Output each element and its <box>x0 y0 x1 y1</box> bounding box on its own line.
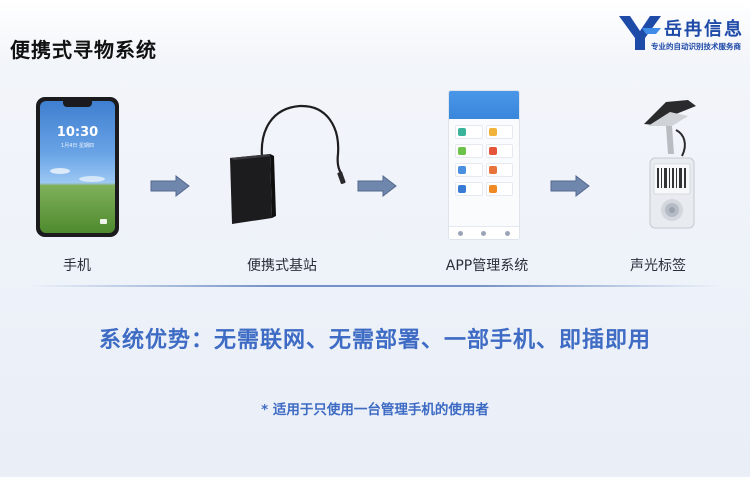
app-management-device <box>448 90 520 240</box>
app-tile <box>455 182 483 196</box>
usage-note: * 适用于只使用一台管理手机的使用者 <box>261 402 489 418</box>
sound-light-tag-device <box>636 96 702 236</box>
nav-list-icon <box>481 230 487 236</box>
label-base-station: 便携式基站 <box>247 258 317 274</box>
tile-icon <box>458 166 466 174</box>
app-screen-icon <box>448 90 520 240</box>
tile-icon <box>458 147 466 155</box>
label-app-system: APP管理系统 <box>445 258 529 274</box>
arrow-right-icon <box>550 175 590 197</box>
tile-icon <box>458 128 466 136</box>
nav-home-icon <box>458 230 464 236</box>
arrow-right-icon <box>357 175 397 197</box>
logo-slogan: 专业的自动识别技术服务商 <box>651 42 741 51</box>
phone-wallpaper <box>50 168 107 224</box>
tile-icon <box>488 147 497 155</box>
tile-icon <box>458 185 466 193</box>
label-phone: 手机 <box>63 258 91 274</box>
phone-clock: 10:30 <box>56 125 99 140</box>
sound-light-tag-icon <box>644 100 696 229</box>
base-station-icon <box>230 104 346 224</box>
app-tile <box>455 163 483 177</box>
arrow-right-icon <box>150 175 190 197</box>
label-sound-light-tag: 声光标签 <box>630 258 686 274</box>
company-logo: 岳冉信息 专业的自动识别技术服务商 <box>618 14 746 54</box>
header-bar <box>0 0 750 60</box>
section-divider <box>30 285 720 287</box>
phone-device: 10:30 1月4日 星期四 <box>36 97 119 237</box>
logo-y-icon <box>619 16 661 50</box>
app-tile <box>455 144 483 158</box>
logo-name: 岳冉信息 <box>664 19 744 40</box>
page-title: 便携式寻物系统 <box>10 38 157 62</box>
tile-icon <box>488 166 497 174</box>
app-tile <box>485 125 513 139</box>
phone-date: 1月4日 星期四 <box>61 143 94 149</box>
app-header <box>449 91 519 119</box>
tile-icon <box>488 128 497 136</box>
app-tile <box>485 144 513 158</box>
app-tile <box>485 163 513 177</box>
advantages-text: 系统优势：无需联网、无需部署、一部手机、即插即用 <box>98 328 651 353</box>
phone-notch <box>63 101 92 107</box>
app-tile <box>485 182 513 196</box>
nav-user-icon <box>504 230 510 236</box>
phone-screen <box>40 101 115 233</box>
app-tile-grid <box>455 125 513 196</box>
app-tile <box>455 125 483 139</box>
tile-icon <box>488 185 497 193</box>
base-station-device <box>222 100 354 228</box>
app-bottom-nav <box>449 226 519 239</box>
